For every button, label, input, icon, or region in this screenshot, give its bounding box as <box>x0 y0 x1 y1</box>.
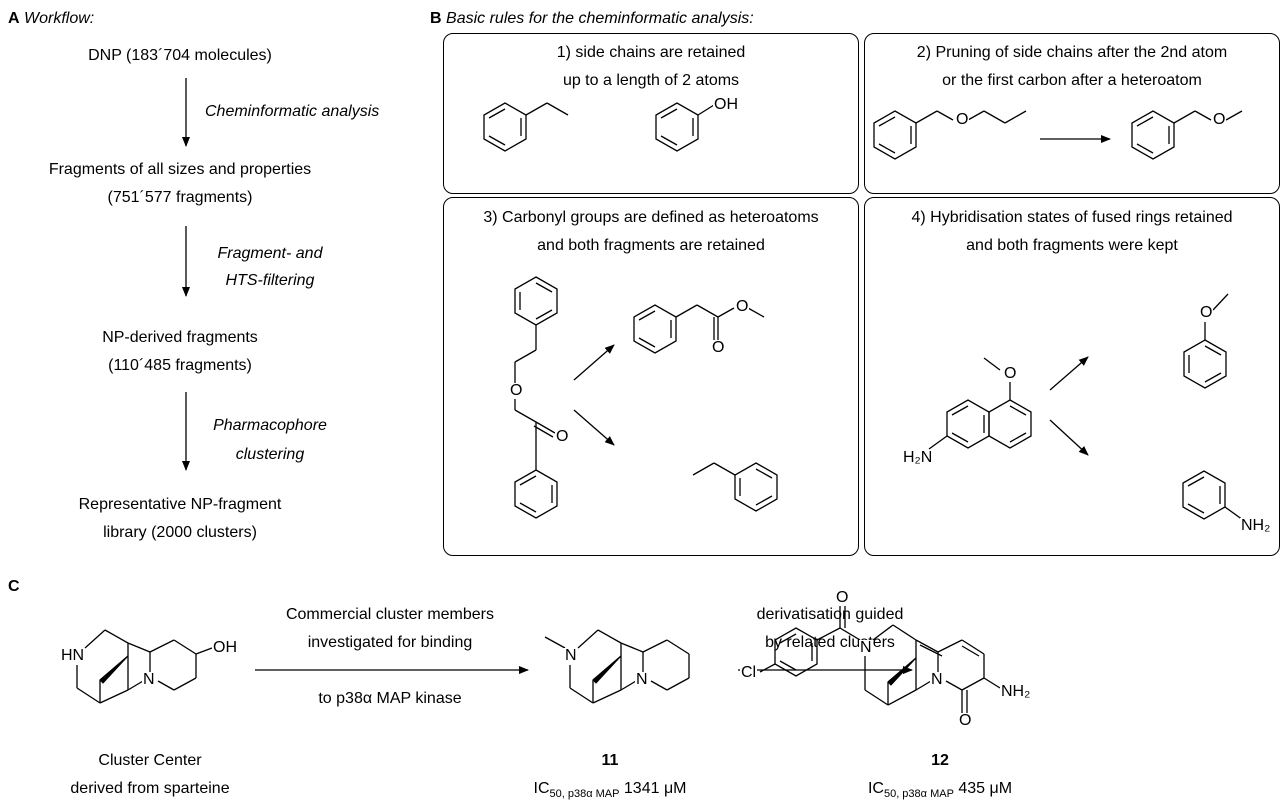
ester-o-label: O <box>509 382 524 399</box>
compound-12-lactam-o-label: O <box>958 712 973 729</box>
compound-12-ic50-sub: 50, p38α MAP <box>883 788 954 801</box>
ether-o-label: O <box>955 111 970 128</box>
compound-12-n2-label: N <box>930 671 944 688</box>
scheme-arrow-1-line-1: Commercial cluster members <box>285 606 495 623</box>
ester-carbonyl-o-label: O <box>555 428 570 445</box>
rule-4-arrow-up <box>1049 356 1089 391</box>
scheme-arrow-1-line-2: investigated for binding <box>307 634 473 651</box>
aniline-nh2-label: NH₂ <box>1240 517 1272 534</box>
aminomethoxynaphthalene-structure <box>928 357 1032 450</box>
rule-4-line-1: 4) Hybridisation states of fused rings r… <box>911 209 1233 226</box>
rule-1-line-2: up to a length of 2 atoms <box>562 72 740 89</box>
rule-3-line-1: 3) Carbonyl groups are defined as hetero… <box>483 209 819 226</box>
compound-12-ic50-prefix: IC <box>867 780 884 797</box>
rule-4-line-2: and both fragments were kept <box>966 237 1178 254</box>
cluster-center-oh-label: OH <box>212 639 238 656</box>
anisole-o-label: O <box>1199 304 1214 321</box>
rule-3-arrow-down <box>573 409 615 446</box>
cluster-center-n-label: N <box>142 671 156 688</box>
compound-12-n1-label: N <box>859 639 873 656</box>
rule-1-box <box>443 33 859 194</box>
workflow-arrow-label-2b: HTS-filtering <box>225 272 315 289</box>
panel-c-letter: C <box>8 578 20 595</box>
panel-b-heading: B Basic rules for the cheminformatic ana… <box>430 10 754 28</box>
cluster-center-structure <box>76 629 213 704</box>
compound-11-ic50-prefix: IC <box>533 780 550 797</box>
cluster-center-caption-2: derived from sparteine <box>70 780 230 797</box>
methyl-phenylacetate-structure <box>633 304 765 354</box>
scheme-arrow-1-line-3: to p38α MAP kinase <box>318 690 462 707</box>
workflow-step-dnp: DNP (183´704 molecules) <box>88 47 272 64</box>
workflow-step-fragments-count: (751´577 fragments) <box>107 189 253 206</box>
rule-3-box <box>443 197 859 556</box>
compound-12-structure <box>759 605 1001 713</box>
methoxy-o-label: O <box>1003 365 1018 382</box>
phenethyl-phenylacetate-structure <box>514 276 558 519</box>
benzyl-propyl-ether-structure <box>873 110 1027 160</box>
compound-11-label: 11 <box>601 752 619 769</box>
compound-12-amide-o-label: O <box>835 589 850 606</box>
ethylbenzene-structure <box>483 102 569 152</box>
compound-12-cl-label: Cl <box>740 664 758 681</box>
compound-11-ic50: IC50, p38α MAP 1341 μM <box>500 780 720 800</box>
methyl-ester-o-label: O <box>735 298 750 315</box>
compound-12-ic50-value: 435 μM <box>958 780 1013 797</box>
rule-2-box <box>864 33 1280 194</box>
phenol-structure <box>655 102 715 152</box>
workflow-arrow-label-2a: Fragment- and <box>217 245 323 262</box>
workflow-step-library-count: library (2000 clusters) <box>103 524 257 541</box>
compound-12-label: 12 <box>931 752 949 769</box>
scheme-arrow-2-line-1: derivatisation guided <box>756 606 904 623</box>
cluster-center-nh-label: HN <box>60 647 86 664</box>
workflow-step-np-fragments: NP-derived fragments <box>102 329 258 346</box>
product-ether-o-label: O <box>1212 111 1227 128</box>
amine-h2n-label: H₂N <box>902 449 934 466</box>
panel-b-letter: B <box>430 10 442 27</box>
workflow-arrow-label-1: Cheminformatic analysis <box>205 103 380 120</box>
panel-a-heading: A Workflow: <box>8 10 94 28</box>
panel-b-title: Basic rules for the cheminformatic analy… <box>446 10 754 27</box>
compound-11-ic50-sub: 50, p38α MAP <box>549 788 620 801</box>
workflow-step-library: Representative NP-fragment <box>78 496 282 513</box>
ethylbenzene-product-structure <box>692 462 778 512</box>
workflow-step-np-fragments-count: (110´485 fragments) <box>108 357 252 374</box>
compound-11-structure <box>544 629 690 704</box>
rule-4-arrow-down <box>1049 419 1089 456</box>
aniline-structure <box>1182 470 1244 521</box>
methyl-ester-carbonyl-o-label: O <box>711 339 726 356</box>
compound-11-ic50-value: 1341 μM <box>623 780 687 797</box>
phenol-oh-label: OH <box>713 96 739 113</box>
rule-2-line-1: 2) Pruning of side chains after the 2nd … <box>916 44 1228 61</box>
workflow-step-fragments: Fragments of all sizes and properties <box>48 161 312 178</box>
rule-3-line-2: and both fragments are retained <box>537 237 765 254</box>
rule-1-line-1: 1) side chains are retained <box>556 44 746 61</box>
workflow-arrow-label-3b: clustering <box>235 446 305 463</box>
rule-4-box <box>864 197 1280 556</box>
cluster-center-caption-1: Cluster Center <box>98 752 202 769</box>
anisole-structure <box>1183 293 1229 389</box>
compound-12-ic50: IC50, p38α MAP 435 μM <box>830 780 1050 800</box>
workflow-arrow-label-3a: Pharmacophore <box>213 417 327 434</box>
panel-a-title: Workflow: <box>24 10 95 27</box>
rule-3-arrow-up <box>573 344 615 381</box>
panel-a-letter: A <box>8 10 20 27</box>
benzyl-methyl-ether-structure <box>1131 110 1243 160</box>
compound-12-nh2-label: NH₂ <box>1000 683 1032 700</box>
compound-11-n1-label: N <box>564 647 578 664</box>
rule-2-line-2: or the first carbon after a heteroatom <box>942 72 1202 89</box>
compound-11-n2-label: N <box>635 671 649 688</box>
